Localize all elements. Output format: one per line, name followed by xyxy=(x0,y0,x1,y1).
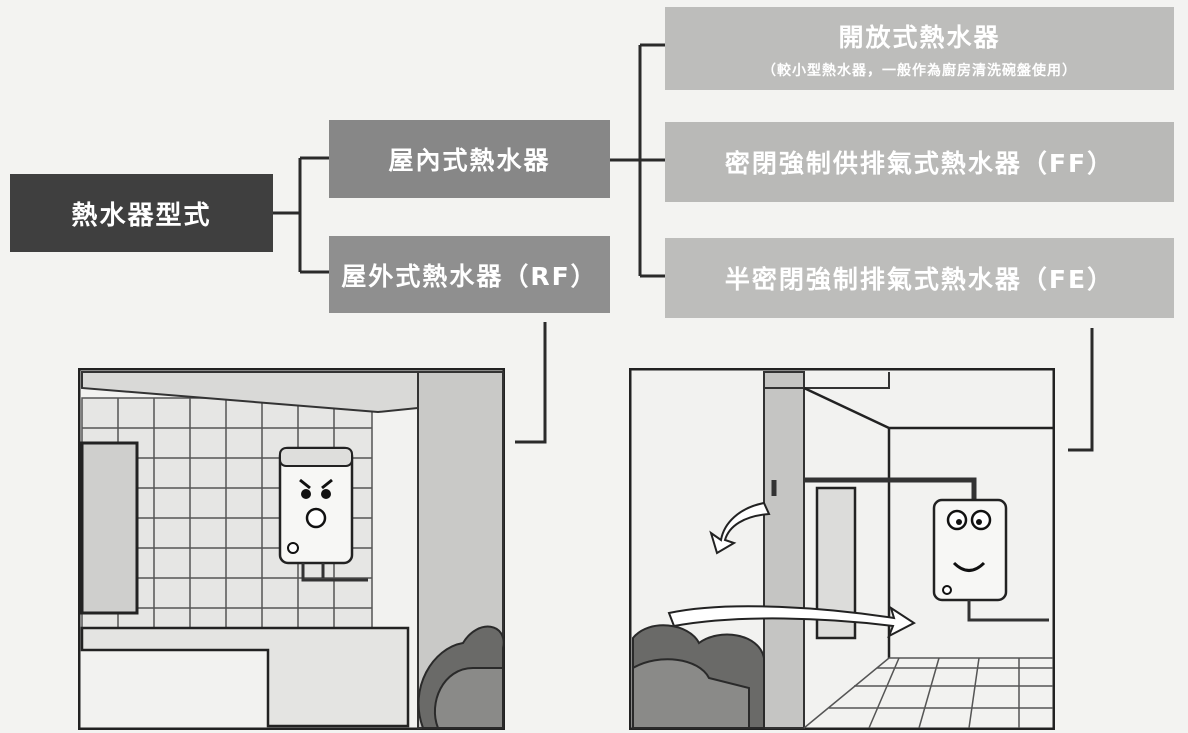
outdoor-box: 屋外式熱水器（RF） xyxy=(329,236,610,313)
root-box: 熱水器型式 xyxy=(10,174,273,252)
open-type-box: 開放式熱水器 （較小型熱水器，一般作為廚房清洗碗盤使用） xyxy=(665,7,1174,90)
indoor-heater-illustration xyxy=(629,368,1055,730)
fe-type-label: 半密閉強制排氣式熱水器（FE） xyxy=(724,265,1115,294)
ff-type-label: 密閉強制供排氣式熱水器（FF） xyxy=(724,149,1115,178)
outdoor-label: 屋外式熱水器（RF） xyxy=(341,261,598,291)
outdoor-heater-illustration xyxy=(78,368,505,730)
indoor-label: 屋內式熱水器 xyxy=(388,146,551,175)
root-label: 熱水器型式 xyxy=(71,200,212,231)
indoor-box: 屋內式熱水器 xyxy=(329,120,610,198)
open-type-label: 開放式熱水器 xyxy=(838,22,1001,52)
open-type-note: （較小型熱水器，一般作為廚房清洗碗盤使用） xyxy=(762,62,1077,79)
ff-type-box: 密閉強制供排氣式熱水器（FF） xyxy=(665,122,1174,202)
fe-type-box: 半密閉強制排氣式熱水器（FE） xyxy=(665,238,1174,318)
